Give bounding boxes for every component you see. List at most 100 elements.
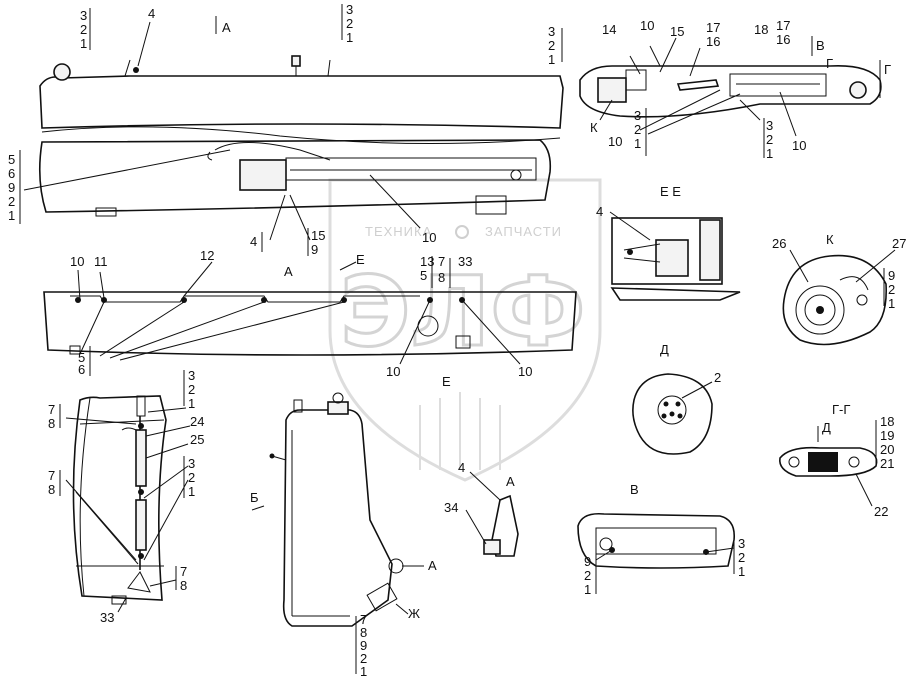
view-label-A-bottom: А [506, 474, 515, 489]
filler-cap-icon [53, 63, 71, 81]
callout-mid-15: 15 [311, 228, 325, 243]
callout-b-1b: 1 [738, 564, 745, 579]
callout-ur-3b: 3 [766, 118, 773, 133]
callout-bl-8b: 8 [48, 482, 55, 497]
callout-ur-10b: 10 [608, 134, 622, 149]
bl-sleeve-lower [135, 499, 147, 551]
view-label-E-bottom: Е [442, 374, 451, 389]
callout-d-2: 2 [714, 370, 721, 385]
view-label-Zh-tank: Ж [408, 606, 420, 621]
d-socket [657, 395, 687, 425]
callout-top-mid-2: 2 [346, 16, 353, 31]
top-callouts: 3 2 1 4 А 3 2 1 5 6 9 2 1 4 15 9 10 [8, 2, 436, 257]
callout-mid-10d: 10 [518, 364, 532, 379]
watermark: ТЕХНИКА ЗАПЧАСТИ ЭЛФ [328, 178, 602, 482]
callout-ur-3: 3 [548, 24, 555, 39]
gg-coil [808, 452, 838, 472]
callout-mid-10b: 10 [70, 254, 84, 269]
watermark-left-text: ТЕХНИКА [365, 224, 432, 239]
tank-body [282, 409, 393, 627]
callout-b-1: 1 [584, 582, 591, 597]
d-body [632, 373, 713, 455]
watermark-wheat-icon [419, 392, 501, 470]
callout-gg-20: 20 [880, 442, 894, 457]
callout-tank-1: 1 [360, 664, 367, 679]
pump-unit-icon [239, 159, 287, 191]
callout-b-9: 9 [584, 554, 591, 569]
callout-bl-7c: 7 [180, 564, 187, 579]
callout-ur-14: 14 [602, 22, 616, 37]
view-label-B-tank: Б [250, 490, 259, 505]
callout-bl-8c: 8 [180, 578, 187, 593]
callout-ur-18: 18 [754, 22, 768, 37]
callout-ur-3a: 3 [634, 108, 641, 123]
callout-k-26: 26 [772, 236, 786, 251]
callout-bl-8a: 8 [48, 416, 55, 431]
view-label-D-small: Д [822, 420, 831, 435]
gg-section-view: Г-Г Д 18 19 20 21 22 [779, 402, 894, 519]
bottom-left-callouts: 3 2 1 7 8 24 25 7 8 3 2 1 7 8 33 [48, 368, 204, 625]
k-ring-outer [795, 285, 845, 335]
callout-gg-21: 21 [880, 456, 894, 471]
callout-bl-25: 25 [190, 432, 204, 447]
callout-bl-7a: 7 [48, 402, 55, 417]
connector-view: А 4 34 [444, 460, 519, 557]
callout-k-27: 27 [892, 236, 906, 251]
callout-b-3: 3 [738, 536, 745, 551]
callout-mid-33: 33 [458, 254, 472, 269]
callout-bl-3: 3 [188, 368, 195, 383]
callout-bl-1: 1 [188, 396, 195, 411]
callout-mid-5: 5 [78, 350, 85, 365]
callout-mid-9: 9 [311, 242, 318, 257]
b-detail-view: В 9 2 1 3 2 1 [577, 482, 745, 597]
view-title-EE: Е Е [660, 184, 681, 199]
fastener-icon [510, 169, 522, 181]
callout-ur-2a: 2 [634, 122, 641, 137]
callout-tank-2: 2 [360, 651, 367, 666]
ur-clamp [625, 69, 647, 91]
middle-callouts: 10 11 12 Е 13 5 7 8 33 5 6 10 10 Е [70, 248, 532, 389]
callout-ur-16a: 16 [706, 34, 720, 49]
watermark-shield [328, 178, 602, 482]
view-label-ur-V: В [816, 38, 825, 53]
sensor-top-icon [291, 55, 301, 67]
b-housing [577, 512, 736, 569]
callout-mid-5b: 5 [420, 268, 427, 283]
rail-bracket [285, 157, 537, 181]
tank-view: А Б Ж 7 8 9 2 1 [250, 392, 437, 679]
ur-connector-block [597, 77, 627, 103]
connector-plug [483, 539, 501, 555]
view-label-ur-G2: Г [884, 62, 891, 77]
callout-left-5: 5 [8, 152, 15, 167]
bracket-foot [475, 195, 507, 215]
callout-left-9: 9 [8, 180, 15, 195]
b-inner [595, 527, 717, 555]
view-title-GG: Г-Г [832, 402, 850, 417]
callout-ur-1a: 1 [634, 136, 641, 151]
callout-b-2b: 2 [738, 550, 745, 565]
callout-mid-4: 4 [250, 234, 257, 249]
callout-ur-2: 2 [548, 38, 555, 53]
view-label-E-mid: Е [356, 252, 365, 267]
callout-ur-17b: 17 [776, 18, 790, 33]
callout-left-1: 1 [8, 208, 15, 223]
view-title-D: Д [660, 342, 669, 357]
top-body-upper [39, 75, 564, 129]
ee-base [610, 287, 741, 301]
k-center-icon [816, 306, 824, 314]
view-label-A-tank: А [428, 558, 437, 573]
callout-ur-K: К [590, 120, 598, 135]
callout-bl-33: 33 [100, 610, 114, 625]
callout-top-mid-1: 1 [346, 30, 353, 45]
callout-bl-24: 24 [190, 414, 204, 429]
bracket-foot-left [95, 207, 117, 217]
ee-side-plate [699, 219, 721, 281]
callout-mid-10: 10 [422, 230, 436, 245]
view-title-B: В [630, 482, 639, 497]
callout-mid-11: 11 [94, 254, 108, 269]
view-title-K: К [826, 232, 834, 247]
callout-top-left-3: 3 [80, 8, 87, 23]
k-body [782, 254, 887, 346]
callout-ur-16b: 16 [776, 32, 790, 47]
